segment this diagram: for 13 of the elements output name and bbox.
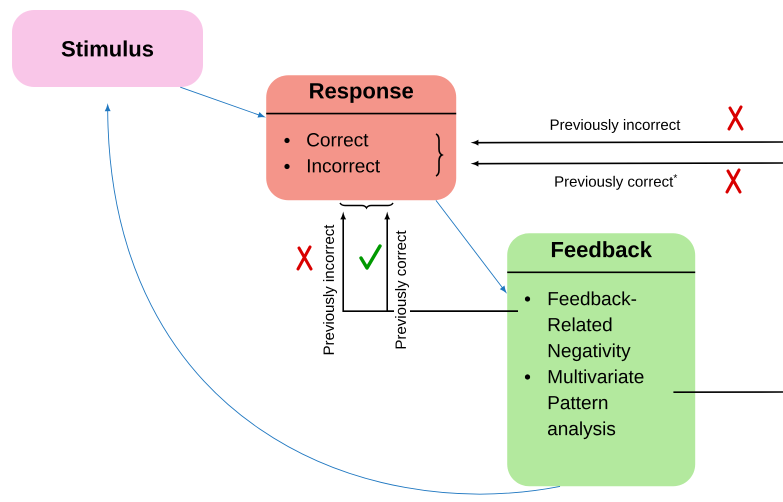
arrow [180, 86, 265, 118]
edge-label: Previously correct [394, 229, 410, 351]
rounded-box: Feedback Feedback-Related Negativity Multivariate Pattern analysis [507, 233, 696, 486]
arrow [472, 140, 783, 146]
edge-label: Previously correct$^{*}$ [553, 173, 679, 191]
arrow [105, 104, 560, 494]
arrow [436, 200, 506, 293]
rounded-box: Response Correct Incorrect [266, 75, 456, 200]
rounded-box: Stimulus [12, 10, 203, 87]
edge-label: Previously incorrect [548, 118, 682, 134]
edge-label: Previously incorrect [322, 224, 338, 356]
arrow [472, 161, 783, 166]
arrow [384, 214, 518, 312]
